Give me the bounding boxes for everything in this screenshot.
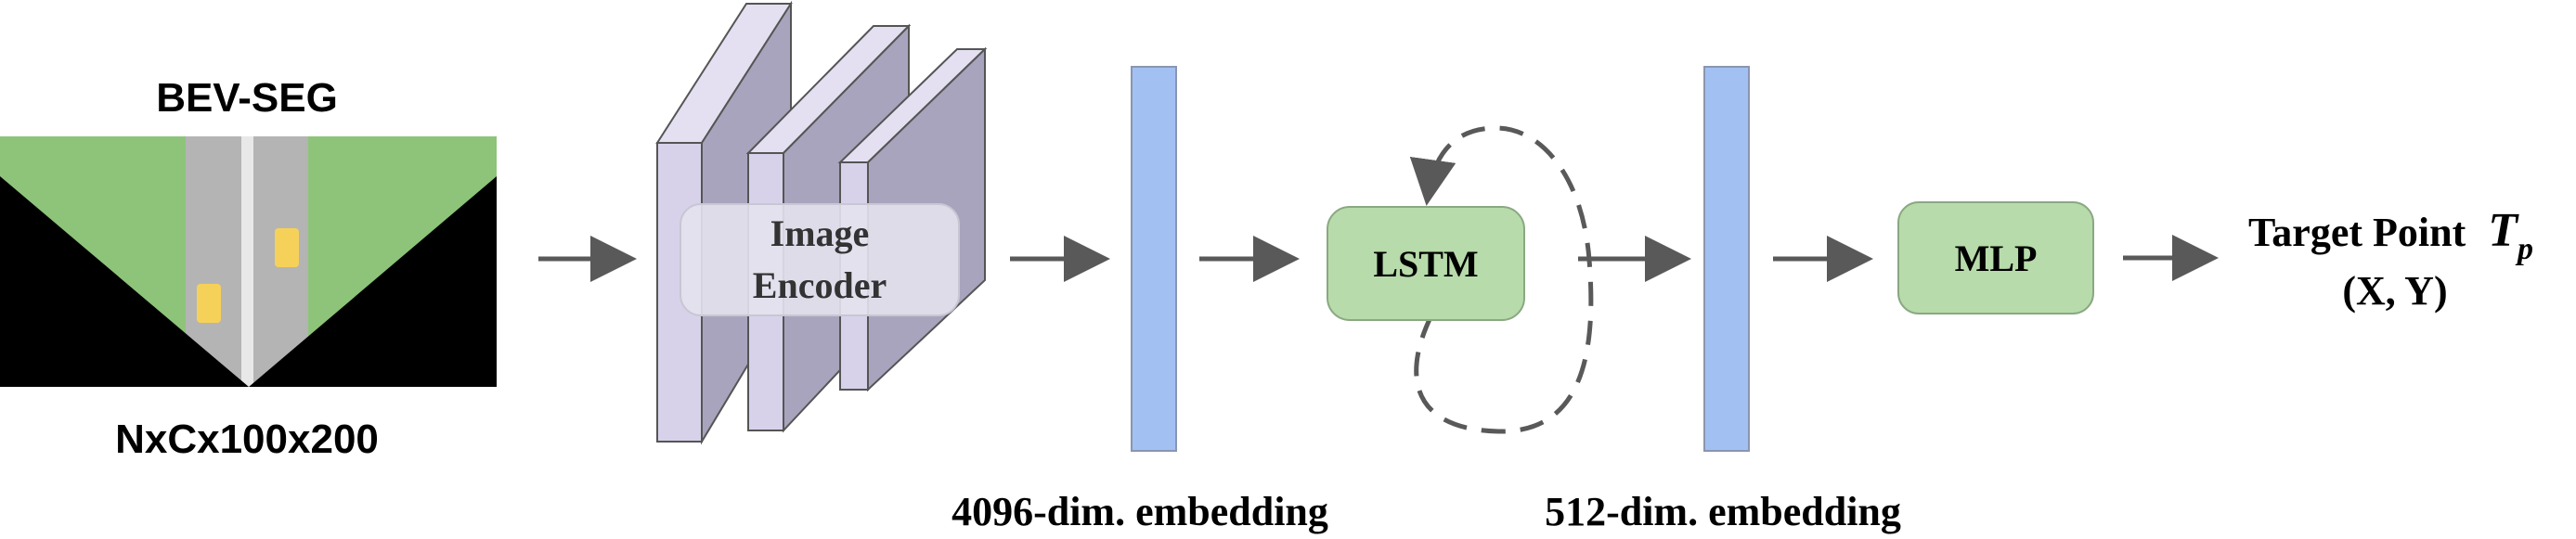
lstm-box (1327, 206, 1525, 321)
bev-mask-left (0, 176, 249, 387)
embedding-512-bar (1703, 66, 1750, 452)
lstm-block: LSTM (1327, 125, 1594, 434)
bev-car-2 (197, 284, 221, 323)
embedding-512-label: 512-dim. embedding (1545, 489, 1901, 534)
bev-car-1 (275, 228, 299, 267)
embedding-4096-label: 4096-dim. embedding (951, 489, 1328, 534)
mlp-label: MLP (1955, 237, 2038, 279)
bev-seg-input: BEV-SEG NxCx100x200 (0, 75, 497, 462)
bev-mask-right (249, 176, 497, 387)
output-title: Target Point Tp (2248, 204, 2533, 266)
encoder-label-line2: Encoder (753, 264, 887, 306)
bev-input-shape: NxCx100x200 (115, 417, 379, 462)
output-title-text: Target Point (2248, 210, 2466, 255)
target-point-output: Target Point Tp (X, Y) (2248, 204, 2533, 314)
lstm-label: LSTM (1373, 243, 1478, 285)
bev-seg-title: BEV-SEG (156, 75, 338, 121)
output-coords: (X, Y) (2342, 268, 2447, 314)
encoder-label-box (680, 203, 960, 316)
image-encoder: Image Encoder (655, 0, 988, 445)
mlp-box (1897, 201, 2094, 314)
output-symbol: T (2488, 204, 2519, 257)
encoder-label-line1: Image (770, 212, 870, 254)
lstm-recurrent-loop (1409, 125, 1594, 434)
output-subscript: p (2515, 232, 2533, 266)
embedding-4096-bar (1131, 66, 1177, 452)
bev-lane-marking (241, 136, 253, 387)
